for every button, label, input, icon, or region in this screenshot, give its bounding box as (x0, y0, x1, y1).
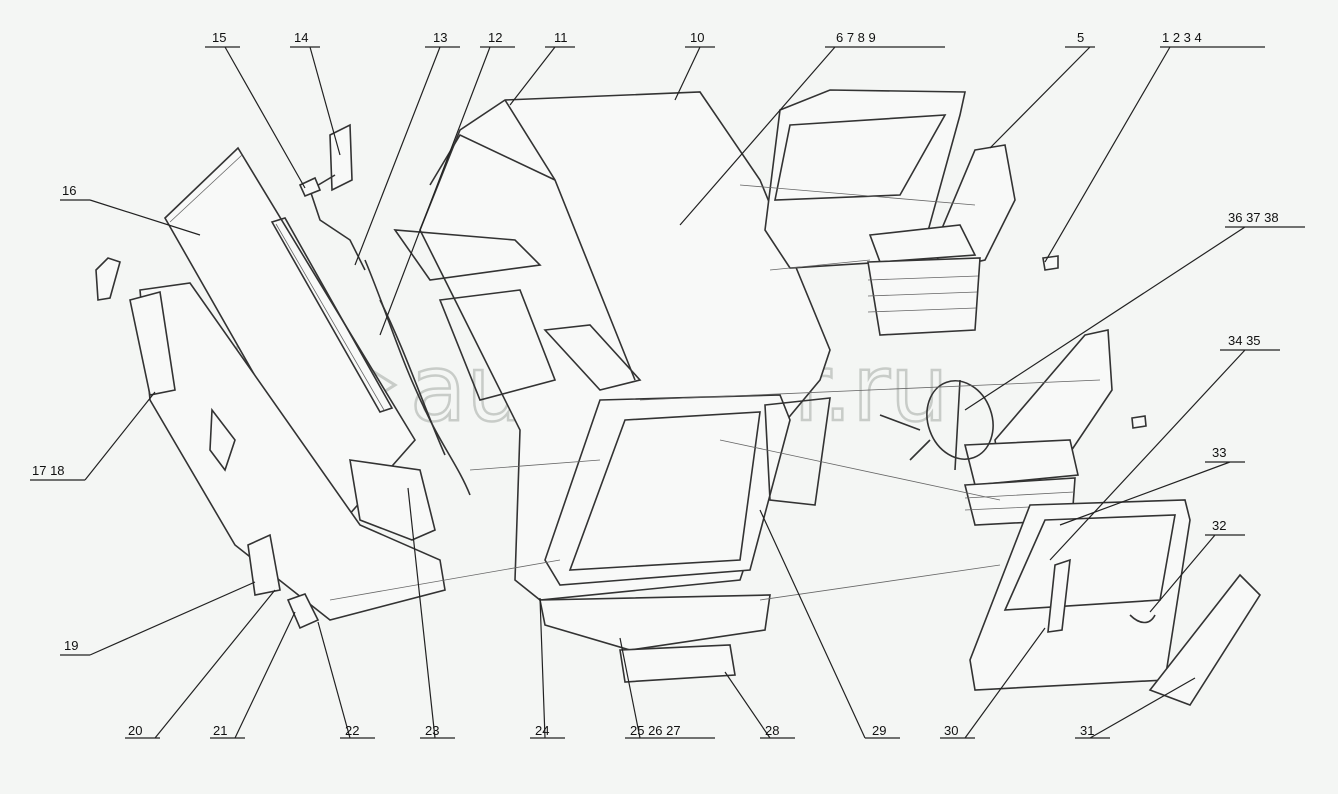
callout-30: 30 (944, 723, 958, 738)
part-1-4 (1042, 255, 1059, 271)
bracket-23 (349, 459, 436, 541)
callout-34-35: 34 35 (1228, 333, 1261, 348)
door-6-9-window (774, 114, 947, 201)
callout-36-38: 36 37 38 (1228, 210, 1279, 225)
callout-13: 13 (433, 30, 447, 45)
callout-14: 14 (294, 30, 308, 45)
callout-20: 20 (128, 723, 142, 738)
callout-33: 33 (1212, 445, 1226, 460)
side-window-29 (764, 397, 831, 506)
lower-step (539, 594, 771, 651)
box-19 (247, 533, 281, 596)
callout-10: 10 (690, 30, 704, 45)
seal-strip-13 (270, 217, 394, 413)
door-33-handle-30 (1047, 558, 1071, 633)
steering-column (879, 379, 961, 471)
seal-strip-13-inner (275, 223, 385, 411)
mirror-14 (329, 123, 353, 192)
callout-22: 22 (345, 723, 359, 738)
cab-inner-box (543, 324, 642, 391)
callout-17-18: 17 18 (32, 463, 65, 478)
windshield (568, 411, 761, 571)
cab-pillar (429, 133, 556, 186)
seat-5-cushion (868, 224, 977, 263)
box-21 (286, 593, 320, 630)
panel-22 (139, 282, 446, 621)
mirror-mount (298, 176, 322, 198)
latch-32 (1129, 614, 1156, 624)
harness-b (379, 299, 446, 456)
handle (95, 257, 121, 301)
callout-1-4: 1 2 3 4 (1162, 30, 1202, 45)
panel-31 (1148, 573, 1262, 706)
panel-16-edge (169, 154, 243, 223)
callout-12: 12 (488, 30, 502, 45)
seat-5-base (867, 257, 981, 336)
callout-29: 29 (872, 723, 886, 738)
seat-5-ribs (867, 275, 979, 313)
step-28 (619, 644, 736, 683)
callout-19: 19 (64, 638, 78, 653)
cab-window-top (393, 229, 542, 281)
callout-24: 24 (535, 723, 549, 738)
leader-lines (30, 46, 1305, 739)
callout-23: 23 (425, 723, 439, 738)
callout-25-27: 25 26 27 (630, 723, 681, 738)
callout-6-9: 6 7 8 9 (836, 30, 876, 45)
callout-16: 16 (62, 183, 76, 198)
trim-17-18 (129, 290, 176, 396)
door-6-9 (764, 89, 966, 269)
seat-34-knob (1131, 415, 1147, 429)
cab-window-side (438, 289, 557, 401)
callout-31: 31 (1080, 723, 1094, 738)
callout-15: 15 (212, 30, 226, 45)
assembly-lines (329, 184, 1101, 601)
callout-28: 28 (765, 723, 779, 738)
callout-11: 11 (554, 30, 568, 45)
callout-5: 5 (1077, 30, 1084, 45)
callout-21: 21 (213, 723, 227, 738)
steering-wheel (926, 380, 994, 460)
callout-32: 32 (1212, 518, 1226, 533)
seat-34-cushion (963, 439, 1079, 486)
front-frame (544, 394, 791, 586)
panel-22-cutout (209, 407, 236, 472)
